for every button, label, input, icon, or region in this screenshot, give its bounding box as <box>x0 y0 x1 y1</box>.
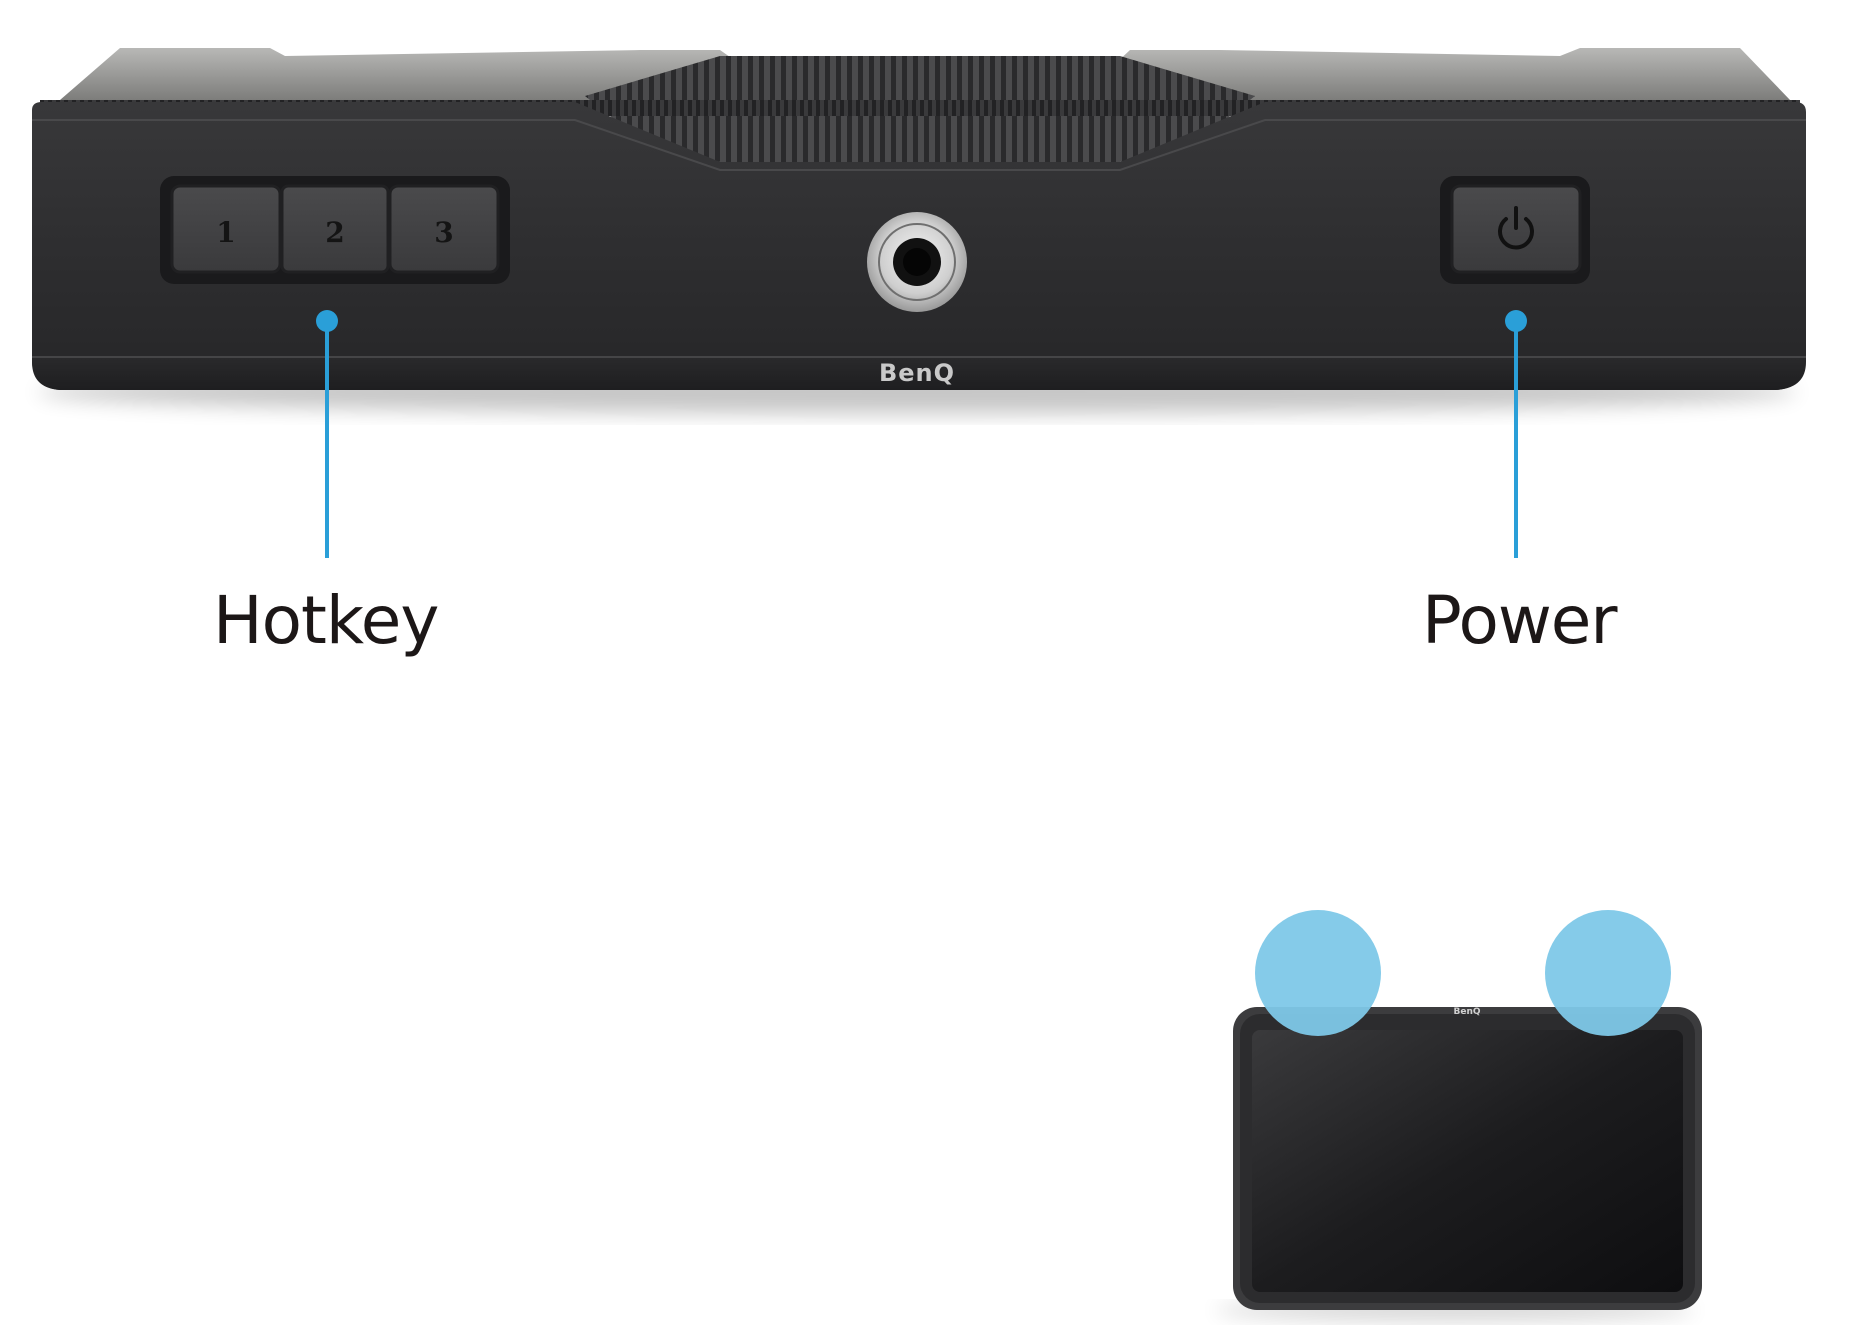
headphone-jack <box>867 212 967 312</box>
thumbnail-brand-logo: BenQ <box>1453 1007 1480 1017</box>
hotkey-button-3-label: 3 <box>434 216 453 249</box>
hotkey-button-3[interactable] <box>388 184 500 274</box>
hotkey-highlight-circle <box>1255 910 1381 1036</box>
hotkey-label: Hotkey <box>213 582 439 659</box>
hotkey-callout <box>316 310 338 558</box>
brand-logo: BenQ <box>879 359 955 387</box>
power-callout <box>1505 310 1527 558</box>
hotkey-button-2[interactable] <box>280 184 390 274</box>
power-icon <box>1498 206 1534 250</box>
hotkey-button-1[interactable] <box>170 184 282 274</box>
hotkey-button-1-label: 1 <box>216 216 235 249</box>
monitor-thumbnail: BenQ <box>1215 910 1702 1320</box>
monitor-front-view: 1 2 3 BenQ <box>32 48 1806 414</box>
body-lip <box>32 119 1806 171</box>
top-plate <box>60 48 1790 100</box>
power-label: Power <box>1422 582 1618 659</box>
hotkey-button-group: 1 2 3 <box>170 184 500 274</box>
hotkey-button-2-label: 2 <box>325 216 344 249</box>
bottom-strip <box>32 356 1806 390</box>
thumbnail-screen <box>1252 1030 1683 1292</box>
power-highlight-circle <box>1545 910 1671 1036</box>
